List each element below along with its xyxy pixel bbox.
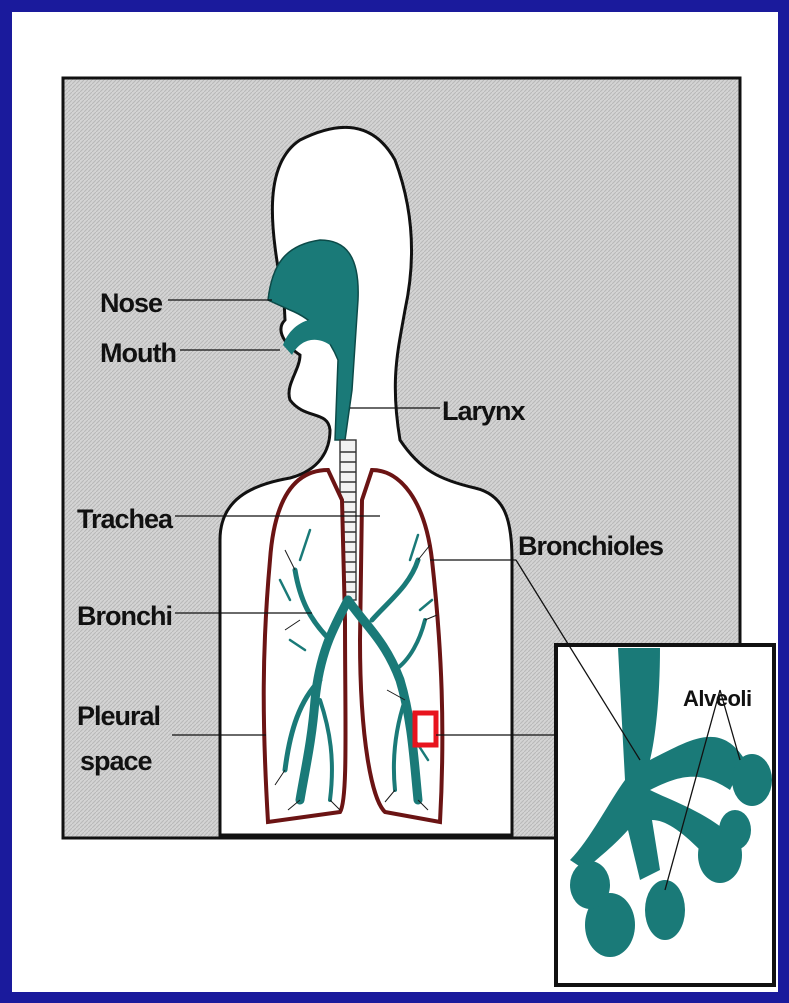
label-space: space xyxy=(80,746,153,776)
label-larynx: Larynx xyxy=(442,396,526,426)
label-bronchioles: Bronchioles xyxy=(518,531,663,561)
label-alveoli: Alveoli xyxy=(683,686,752,711)
label-pleural: Pleural xyxy=(77,701,160,731)
label-nose: Nose xyxy=(100,288,163,318)
label-bronchi: Bronchi xyxy=(77,601,172,631)
label-mouth: Mouth xyxy=(100,338,176,368)
label-trachea: Trachea xyxy=(77,504,174,534)
